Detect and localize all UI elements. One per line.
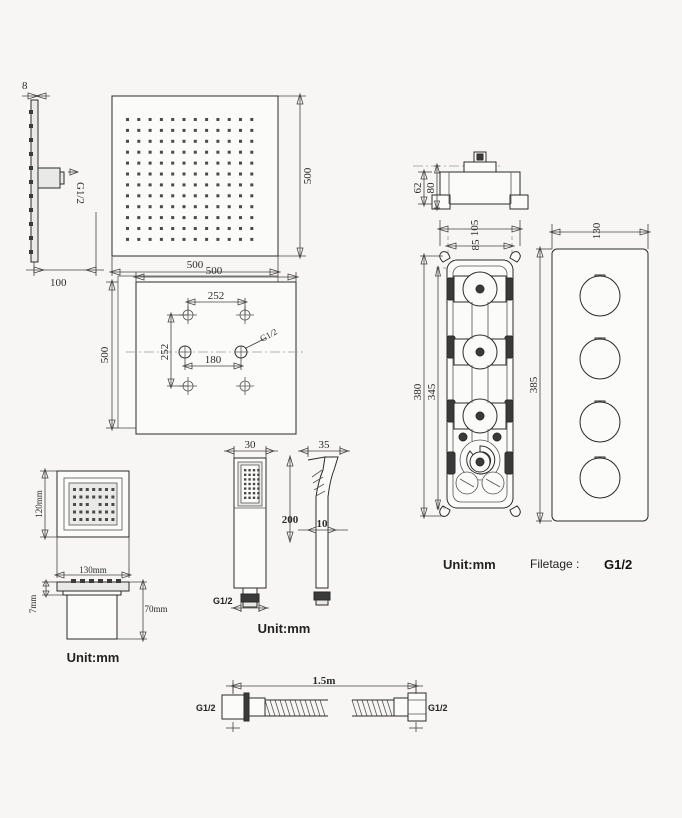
dim-plate-width-500: 500	[132, 265, 300, 282]
hose-right-coil	[351, 699, 394, 717]
dim-label-hose-thread-left: G1/2	[196, 703, 216, 713]
dim-label-arm-100: 100	[50, 277, 67, 289]
unit-label-hand-shower: Unit:mm	[258, 621, 311, 636]
dim-label-plate-height-385: 385	[528, 376, 540, 393]
dim-label-bodyjet-flange: 7mm	[28, 595, 38, 614]
dim-handshower-side-35: 35	[298, 439, 350, 457]
view-valve-body: 105 85	[412, 219, 524, 520]
dim-hose-length: 1.5m	[229, 675, 420, 694]
dim-valve-height-345: 345	[426, 265, 447, 511]
view-body-jet: 120mm 130mm 7mm	[28, 467, 168, 665]
dim-hole-pitch-y-252: 252	[159, 311, 188, 390]
view-hose: G1/2 G1/2 1.5m	[196, 675, 448, 732]
dim-plate-width-130: 130	[548, 222, 652, 249]
dim-label-bodyjet-width: 130mm	[79, 565, 107, 575]
dim-label-bodyjet-height: 120mm	[34, 490, 44, 518]
hand-shower-nozzle-grid	[244, 469, 260, 499]
dim-bodyjet-height: 120mm	[34, 467, 57, 541]
dim-label-hose-length: 1.5m	[313, 675, 336, 687]
dim-handshower-handle-10: 10	[298, 518, 348, 534]
filetage-value: G1/2	[604, 557, 632, 572]
dim-label-thickness: 8	[22, 80, 28, 92]
side-nozzles	[29, 110, 33, 254]
dim-label-valve-80: 80	[425, 182, 437, 194]
valve-cartridges	[453, 271, 507, 495]
unit-label-valve: Unit:mm	[443, 557, 496, 572]
dim-label-handshower-handle: 10	[317, 518, 329, 530]
dim-label-plate-width-130: 130	[591, 222, 603, 239]
knob-4[interactable]	[579, 456, 621, 499]
dim-valve-top-62: 62	[412, 168, 432, 208]
dim-label-handshower-width: 30	[245, 439, 257, 451]
view-face-plate: 130 385	[528, 222, 652, 525]
dim-plate-height-385: 385	[528, 245, 552, 525]
dim-hole-pitch-x-252: 252	[184, 290, 249, 315]
dim-valve-width-85: 85	[444, 236, 516, 256]
knob-2[interactable]	[579, 337, 621, 380]
dim-label-plate-height: 500	[99, 346, 111, 363]
bodyjet-side-nozzles	[71, 579, 121, 583]
knob-3[interactable]	[579, 400, 621, 443]
dim-arm-100: 100	[26, 212, 104, 289]
dim-handshower-length-200: 200	[282, 454, 299, 544]
dim-label-plate-width: 500	[206, 265, 223, 277]
dim-label-pitch-y: 252	[159, 344, 171, 361]
dim-label-valve-height-345: 345	[426, 383, 438, 400]
dim-head-width-500: 500	[108, 256, 282, 276]
dim-label-valve-width-105: 105	[469, 219, 481, 236]
dim-label-valve-height-380: 380	[412, 383, 424, 400]
dim-label-handshower-side: 35	[319, 439, 331, 451]
dim-label-valve-62: 62	[412, 183, 424, 194]
hose-left-coil	[264, 699, 328, 717]
view-valve-top: 62 80	[412, 151, 529, 212]
dim-plate-height-500: 500	[99, 278, 118, 432]
dim-label-hose-thread-right: G1/2	[428, 703, 448, 713]
dim-label-bodyjet-depth: 70mm	[144, 604, 167, 614]
knob-1[interactable]	[579, 274, 621, 317]
dim-thickness-8: 8	[22, 80, 50, 100]
dim-label-pitch-x: 252	[208, 290, 225, 302]
dim-head-height-500: 500	[278, 92, 314, 260]
view-side-profile: 8 G1/2 100	[22, 80, 104, 289]
dim-bodyjet-flange: 7mm	[28, 579, 63, 614]
dim-label-head-width: 500	[187, 259, 204, 271]
dim-label-center-distance: 180	[205, 354, 222, 366]
shower-head-nozzle-grid	[126, 118, 254, 241]
dim-label-handshower-g12: G1/2	[213, 596, 233, 606]
dim-label-handshower-length: 200	[282, 514, 299, 526]
view-mounting-plate: G1/2 500 500 252	[99, 265, 306, 435]
body-jet-nozzle-grid	[73, 488, 115, 521]
dim-handshower-width-30: 30	[224, 439, 278, 458]
dim-label-thread-g12: G1/2	[74, 182, 86, 204]
dim-valve-top-80: 80	[425, 162, 441, 212]
face-plate-knobs	[579, 274, 621, 499]
dim-handshower-thread: G1/2	[213, 596, 269, 612]
filetage-label: Filetage :	[530, 557, 579, 571]
dim-bodyjet-width: 130mm	[53, 537, 133, 579]
view-shower-head-top: 500 500	[108, 92, 314, 276]
unit-label-body-jet: Unit:mm	[67, 650, 120, 665]
dim-bodyjet-depth: 70mm	[117, 578, 168, 643]
dim-valve-width-105: 105	[436, 219, 524, 246]
dim-center-distance-180: 180	[181, 354, 245, 370]
dim-valve-height-380: 380	[412, 252, 443, 520]
dim-label-head-height: 500	[302, 167, 314, 184]
dim-label-valve-width-85: 85	[470, 239, 482, 251]
view-hand-shower: 30 G1/2 200 35	[213, 439, 350, 636]
